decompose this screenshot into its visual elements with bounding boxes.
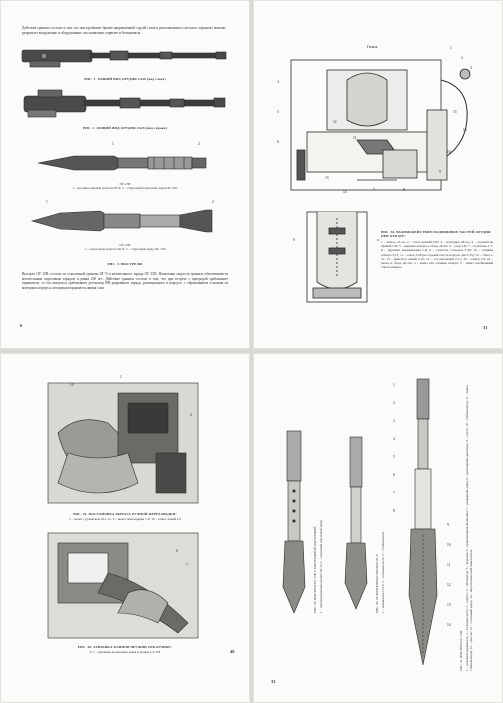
p2-label-15: 15 bbox=[453, 110, 457, 114]
p2-label-12: 12 bbox=[333, 120, 337, 124]
fig4-label-2: 2 bbox=[212, 200, 214, 204]
p2-label-11: 11 bbox=[353, 136, 357, 140]
p4-label-13: 13 bbox=[447, 603, 451, 607]
p2-label-1: 1 bbox=[450, 46, 452, 50]
reload-lever-photo bbox=[47, 382, 199, 504]
p2-label-6: 6 bbox=[277, 140, 279, 144]
recoil-spring-photo bbox=[47, 532, 199, 639]
page-3: 1 2 10 РИС. 36. ПОСТАНОВКА РЫЧАГА РУЧНОЙ… bbox=[0, 353, 250, 703]
p4-label-7: 7 bbox=[393, 491, 395, 495]
fig39-caption: РИС. 39. ВЫСТРЕЛ ПГ-15В С МОНТАЖНОЙ КАРТ… bbox=[313, 526, 317, 613]
p4-label-14: 14 bbox=[447, 623, 451, 627]
p4-label-10: 10 bbox=[447, 543, 451, 547]
p4-label-5: 5 bbox=[393, 455, 395, 459]
p3-label-10: 10 bbox=[70, 383, 74, 387]
og15v-round-drawing bbox=[30, 209, 213, 233]
p2-label-8: 8 bbox=[403, 188, 405, 192]
fig-group-caption: РИС. 3. ВЫСТРЕЛЫ bbox=[107, 262, 143, 266]
page-number: 40 bbox=[230, 649, 235, 654]
p4-label-9: 9 bbox=[447, 523, 449, 527]
p3-label-7: 7 bbox=[186, 563, 188, 567]
p2-label-4: 4 bbox=[277, 80, 279, 84]
og9-grenade-drawing bbox=[344, 436, 368, 610]
body-paragraph: Выстрел ОГ-15В состоит из осколочной гра… bbox=[22, 272, 228, 290]
chamber-section-drawing bbox=[306, 211, 368, 303]
p2-label-10: 10 bbox=[447, 150, 451, 154]
fig3-label-1: 1 bbox=[112, 142, 114, 146]
intro-paragraph: Действие гранаты состоит в том, что она … bbox=[22, 26, 226, 35]
p2-label-b: б bbox=[293, 238, 295, 242]
fig4-label-1: 1 bbox=[46, 200, 48, 204]
p2-label-3: 3 bbox=[470, 66, 472, 70]
p4-label-1: 1 bbox=[393, 383, 395, 387]
fig39-legend: 1 – противотанковая граната ПГ-9; 2 – ст… bbox=[319, 519, 323, 613]
page-2: Гильза 1 2 3 4 5 6 7 8 9 10 11 12 13 14 … bbox=[253, 0, 503, 349]
page-number: 33 bbox=[271, 679, 276, 684]
p2-label-a: а bbox=[377, 238, 379, 242]
p2-label-2: 2 bbox=[461, 56, 463, 60]
p4-label-8: 8 bbox=[393, 509, 395, 513]
page-number: 31 bbox=[483, 325, 488, 330]
page-gutter-horizontal bbox=[0, 349, 503, 353]
p4-label-2: 2 bbox=[393, 401, 395, 405]
fig3-title: ПГ-15В bbox=[119, 182, 131, 186]
fig3-label-2: 2 bbox=[198, 142, 200, 146]
fig4-legend: 1 – осколочная граната ОГ-9; 2 – стартов… bbox=[84, 247, 166, 251]
fig36-caption: РИС. 36. ВЗАИМОДЕЙСТВИЕ ПОДВИЖНЫХ ЧАСТЕЙ… bbox=[381, 230, 491, 239]
p2-label-13: 13 bbox=[325, 176, 329, 180]
page-1: Действие гранаты состоит в том, что она … bbox=[0, 0, 250, 349]
fig36-legend: 1 – затвор «А-3»; 2 – ствол правый I-III… bbox=[381, 240, 493, 270]
page-4: РИС. 39. ВЫСТРЕЛ ПГ-15В С МОНТАЖНОЙ КАРТ… bbox=[253, 353, 503, 703]
cartridge-case-label: Гильза bbox=[367, 45, 378, 49]
p4-label-11: 11 bbox=[447, 563, 451, 567]
p4-label-4: 4 bbox=[393, 437, 395, 441]
page-number: 6 bbox=[20, 323, 23, 328]
fig3-legend: 1 – противотанковая граната ПГ-9; 2 – ст… bbox=[72, 186, 178, 190]
gun-right-view-drawing bbox=[23, 89, 226, 118]
fig1-caption: РИС. 1. ОБЩИЙ ВИД ОРУДИЯ 2А28 (вид слева… bbox=[84, 77, 166, 81]
fig38-legend: 6, 7 – пружины возвратные левая и правая… bbox=[89, 650, 161, 654]
p2-label-5: 5 bbox=[277, 110, 279, 114]
p4-label-12: 12 bbox=[447, 583, 451, 587]
p4-label-6: 6 bbox=[393, 473, 395, 477]
pg15v-round-drawing bbox=[37, 155, 207, 171]
p3-label-1: 1 bbox=[120, 375, 122, 379]
fig36-caption: РИС. 36. ПОСТАНОВКА РЫЧАГА РУЧНОЙ ПЕРЕЗА… bbox=[73, 512, 177, 516]
fig40-legend: 1 – взрыватель ГО-2; 2 – головная часть;… bbox=[381, 531, 385, 613]
fig41-caption: РИС. 41. ВЫСТРЕЛ ПГ-15В: bbox=[459, 630, 463, 671]
p2-label-14: 14 bbox=[343, 190, 347, 194]
breech-mechanism-drawing bbox=[290, 59, 471, 191]
p4-label-3: 3 bbox=[393, 419, 395, 423]
p3-label-6: 6 bbox=[176, 549, 178, 553]
p2-label-7: 7 bbox=[373, 188, 375, 192]
p3-label-2: 2 bbox=[190, 413, 192, 417]
p2-label-16: 16 bbox=[463, 128, 467, 132]
fig36-legend: 1 – рычаг с рукояткой «Б-1-1»; 2 – рычаг… bbox=[69, 517, 181, 521]
fig41-legend: 1 – головной взрыватель; 2 – головная ча… bbox=[465, 385, 474, 671]
fig4-title: ОГ-15В bbox=[119, 243, 131, 247]
p2-label-9: 9 bbox=[439, 170, 441, 174]
fig40-caption: РИС. 40. ОСКОЛОЧНАЯ ГРАНАТА ОГ-9 bbox=[375, 554, 379, 613]
gun-left-view-drawing bbox=[21, 49, 227, 68]
fig38-caption: РИС. 38. ЗАПРАВКА КЛИНОВ ПРУЖИН ОТКАТЧИК… bbox=[77, 645, 173, 649]
pg15v-section-drawing bbox=[408, 378, 438, 666]
pg15v-with-card-drawing bbox=[282, 430, 306, 614]
fig2-caption: РИС. 2. ОБЩИЙ ВИД ОРУДИЯ 2А28 (вид справ… bbox=[83, 126, 167, 130]
